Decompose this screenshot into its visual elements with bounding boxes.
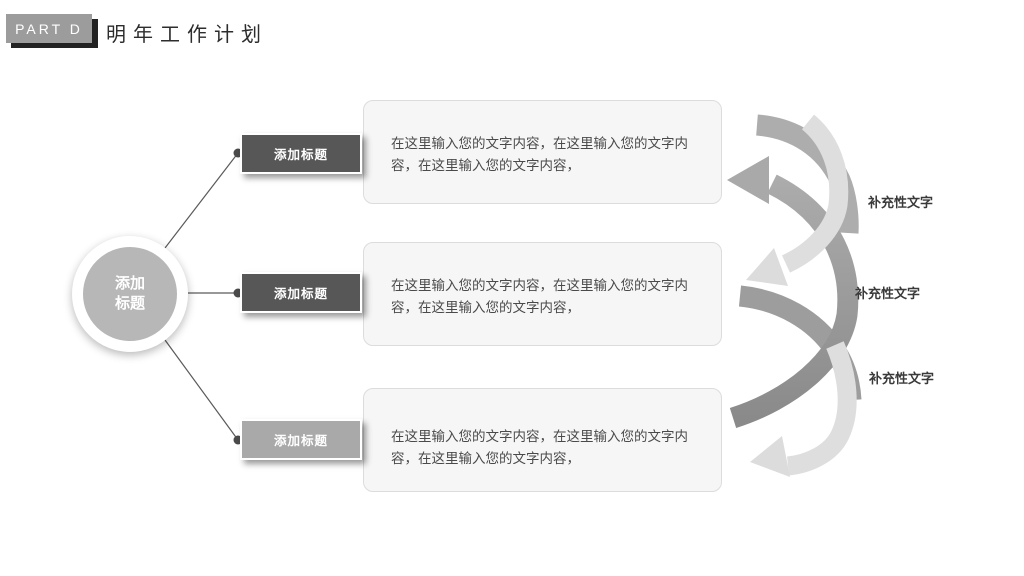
text-box-1: 在这里输入您的文字内容，在这里输入您的文字内容，在这里输入您的文字内容， <box>363 100 722 204</box>
title-bar-1-label: 添加标题 <box>273 148 328 162</box>
center-circle-label-line2: 标题 <box>114 295 145 312</box>
curved-arrow-light-2-body <box>786 341 857 476</box>
title-bar-2-label: 添加标题 <box>273 287 328 301</box>
title-bar-3: 添加标题 <box>240 419 362 460</box>
curved-arrows-graphic <box>727 114 862 477</box>
curved-arrow-light-1-body <box>781 114 849 273</box>
title-bar-3-label: 添加标题 <box>273 434 328 448</box>
side-label-2: 补充性文字 <box>855 286 921 301</box>
curved-arrow-up-head-icon <box>727 156 769 204</box>
side-label-1: 补充性文字 <box>868 195 934 210</box>
text-box-2: 在这里输入您的文字内容，在这里输入您的文字内容，在这里输入您的文字内容， <box>363 242 722 346</box>
curved-arrow-light-2-head-icon <box>750 436 790 477</box>
curved-arrow-up-body <box>729 174 859 429</box>
curved-arrow-light-1-head-icon <box>746 248 788 286</box>
text-box-3: 在这里输入您的文字内容，在这里输入您的文字内容，在这里输入您的文字内容， <box>363 388 722 492</box>
center-circle: 添加 标题 <box>72 236 188 352</box>
connector-line-3 <box>164 339 239 441</box>
title-bar-1: 添加标题 <box>240 133 362 174</box>
connector-line-1 <box>164 152 239 249</box>
part-badge: PART D <box>6 14 92 43</box>
text-box-2-body: 在这里输入您的文字内容，在这里输入您的文字内容，在这里输入您的文字内容， <box>391 278 688 315</box>
part-badge-label: PART D <box>15 20 83 37</box>
text-box-1-body: 在这里输入您的文字内容，在这里输入您的文字内容，在这里输入您的文字内容， <box>391 136 688 173</box>
center-circle-label-line1: 添加 <box>114 274 145 292</box>
page-title: 明年工作计划 <box>106 24 268 46</box>
text-box-3-body: 在这里输入您的文字内容，在这里输入您的文字内容，在这里输入您的文字内容， <box>391 429 688 466</box>
side-label-3: 补充性文字 <box>869 371 935 386</box>
title-bar-2: 添加标题 <box>240 272 362 313</box>
